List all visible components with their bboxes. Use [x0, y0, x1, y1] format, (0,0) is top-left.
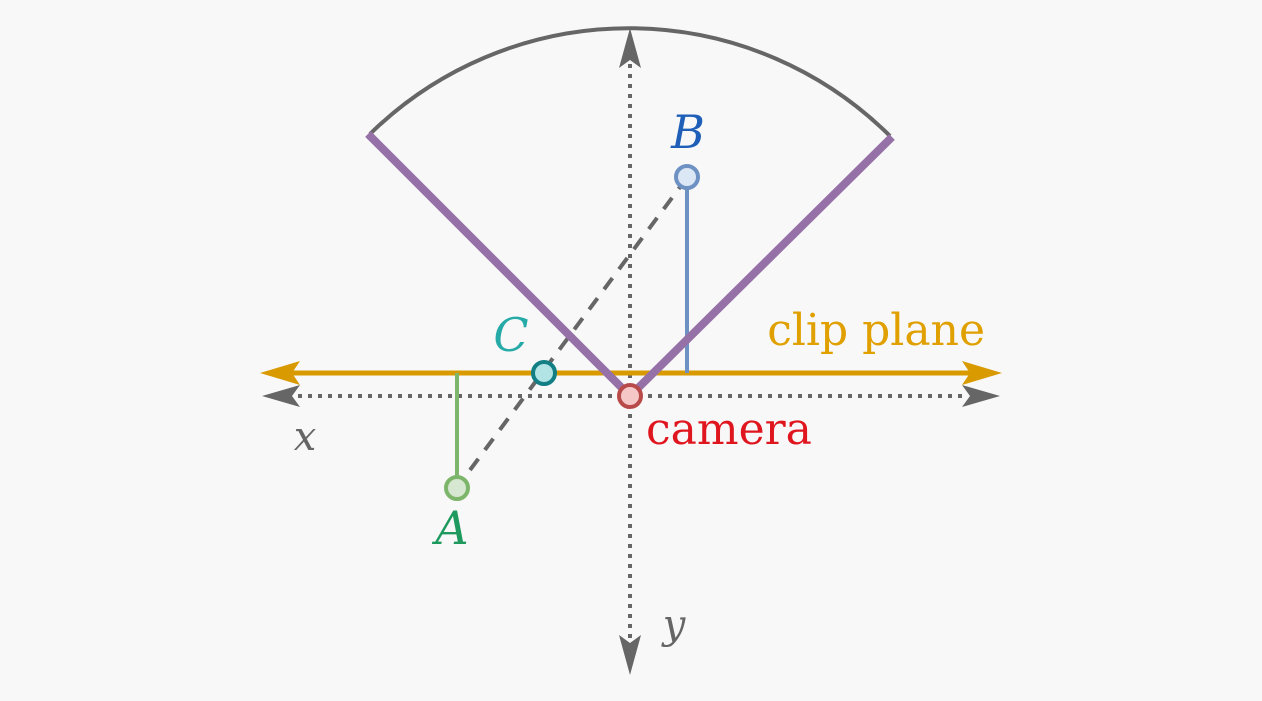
a-b-dashed-line: [468, 185, 682, 472]
label-camera: camera: [646, 404, 812, 455]
y-axis-top-arrow-icon: [619, 28, 641, 68]
label-clip-plane: clip plane: [767, 305, 985, 356]
point-b: [674, 164, 700, 190]
label-y-axis: y: [661, 602, 687, 648]
point-a: [444, 475, 470, 501]
label-a: A: [431, 501, 468, 555]
clip-plane-right-arrow-icon: [962, 361, 1002, 385]
label-b: B: [670, 105, 705, 159]
camera-point: [617, 383, 643, 409]
y-axis-bottom-arrow-icon: [619, 635, 641, 675]
fov-arc: [368, 26, 892, 138]
label-c: C: [493, 308, 528, 362]
x-axis-left-arrow-icon: [262, 385, 300, 407]
clip-plane-left-arrow-icon: [260, 361, 300, 385]
point-c: [531, 360, 557, 386]
label-x-axis: x: [294, 414, 317, 460]
x-axis-right-arrow-icon: [962, 385, 1000, 407]
